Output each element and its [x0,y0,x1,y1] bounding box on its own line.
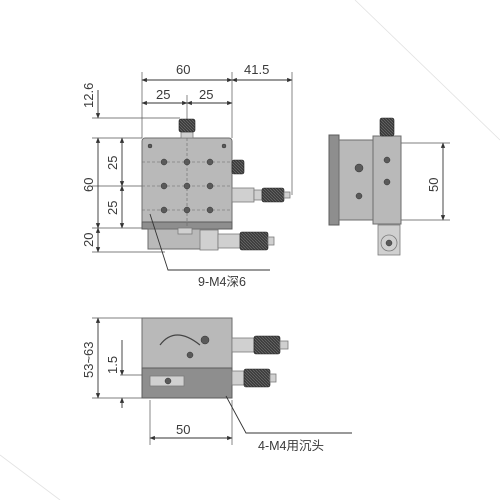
callout-top-holes: 9-M4深6 [198,275,246,289]
dim-front-width: 50 [176,422,190,437]
dim-top-right-offset: 41.5 [244,62,269,77]
dim-left-top-offset: 12.6 [81,83,96,108]
callout-bottom-holes: 4-M4用沉头 [258,439,324,453]
dim-left-lower-half: 25 [105,201,120,215]
dim-top-width: 60 [176,62,190,77]
side-view [328,117,450,256]
dim-top-half-left: 25 [156,87,170,102]
dim-left-height: 60 [81,178,96,192]
dim-side-height: 50 [426,178,441,192]
dim-left-bottom: 20 [81,233,96,247]
dim-left-upper-half: 25 [105,156,120,170]
front-view [92,317,352,445]
top-view [92,72,293,271]
dim-front-height-range: 53~63 [81,341,96,378]
mount-holes [147,143,227,214]
dim-top-half-right: 25 [199,87,213,102]
dim-front-small: 1.5 [105,356,120,374]
